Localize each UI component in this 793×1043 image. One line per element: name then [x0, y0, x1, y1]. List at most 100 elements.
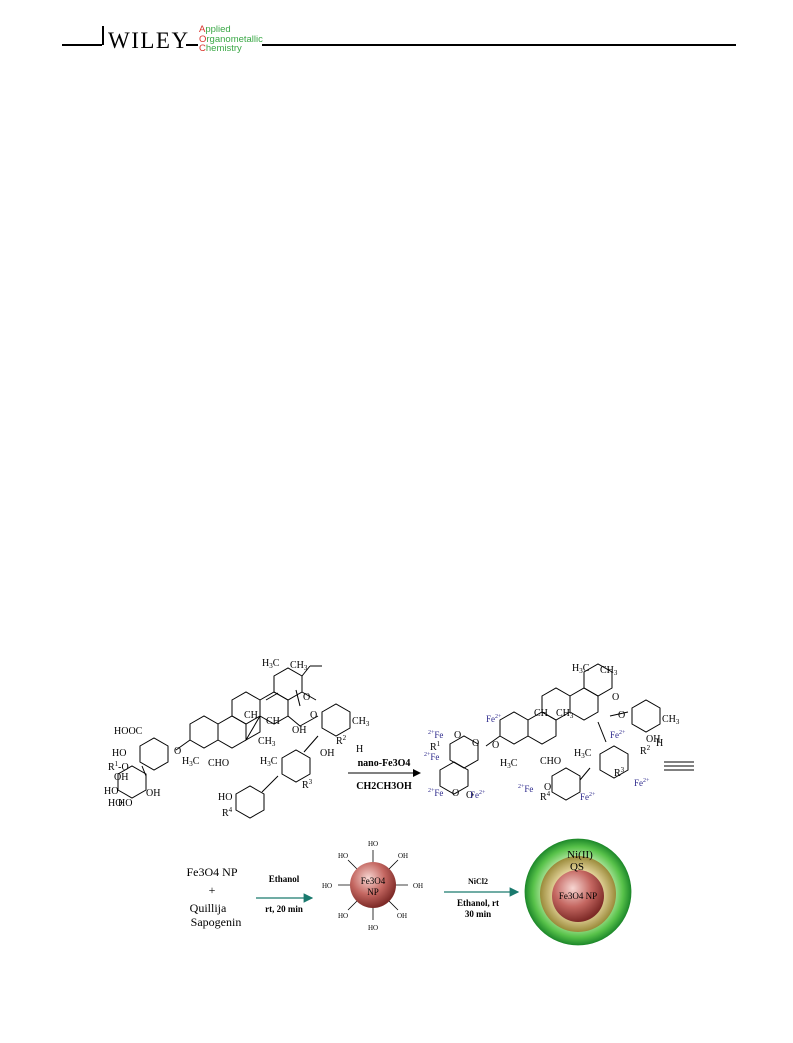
saponin-labels: H3C CH3 O CH CH OH CH3 O R2 CH3 H OH HOO… [104, 658, 370, 819]
journal-initial-2: O [199, 33, 207, 45]
svg-text:CH: CH [244, 710, 258, 721]
fe-ion-labels: Fe2+ 2+Fe 2+Fe 2+Fe Fe2+ Fe2+ Fe2+ Fe2+ … [424, 714, 650, 802]
svg-text:O: O [612, 692, 619, 703]
svg-text:CHO: CHO [540, 756, 561, 767]
header-rule-right [262, 44, 736, 46]
fe3o4-core-final [552, 870, 604, 922]
reactant-sapogenin: Sapogenin [191, 915, 242, 929]
svg-text:H3C: H3C [572, 663, 590, 675]
functionalized-nanoparticle: Fe3O4 NP HO OH OH OH HO HO HO HO [322, 840, 423, 932]
svg-text:OH: OH [320, 748, 334, 759]
svg-text:CH3: CH3 [662, 714, 680, 726]
svg-text:OH: OH [646, 734, 660, 745]
step2-arrow: NiCl2 Ethanol, rt 30 min [444, 877, 520, 919]
svg-text:Fe2+: Fe2+ [486, 714, 502, 724]
header-rule-left [62, 44, 102, 46]
svg-text:O: O [454, 730, 461, 741]
top-reaction-arrow: nano-Fe3O4 CH2CH3OH [348, 758, 421, 792]
surface-ho-2: HO [368, 924, 378, 932]
svg-text:Fe2+: Fe2+ [634, 778, 650, 788]
core-label: Fe3O4 NP [559, 891, 597, 901]
svg-text:CH3: CH3 [258, 736, 276, 748]
ni-label: Ni(II) [567, 849, 593, 861]
svg-text:O: O [492, 740, 499, 751]
final-core-shell-catalyst: Ni(II) QS Fe3O4 NP [524, 838, 632, 946]
step2-conditions-2: 30 min [465, 909, 491, 919]
svg-text:HO: HO [104, 786, 118, 797]
step2-conditions-1: Ethanol, rt [457, 898, 499, 908]
bottom-reactants: Fe3O4 NP + Quillija Sapogenin [186, 865, 241, 929]
svg-text:CH3: CH3 [352, 716, 370, 728]
svg-text:R2: R2 [640, 744, 651, 757]
svg-text:OH: OH [114, 772, 128, 783]
svg-text:O: O [472, 738, 479, 749]
svg-text:R1-O: R1-O [108, 760, 129, 773]
svg-text:HO: HO [112, 748, 126, 759]
svg-text:O: O [174, 746, 181, 757]
svg-text:HO: HO [218, 792, 232, 803]
journal-header: WILEY Applied Organometallic Chemistry [62, 24, 736, 54]
fe3o4-core [350, 862, 396, 908]
svg-text:O: O [618, 710, 625, 721]
reactant-fe3o4: Fe3O4 NP [186, 865, 237, 879]
surface-ho-1: HO [368, 840, 378, 848]
svg-text:R1: R1 [430, 740, 441, 753]
svg-text:H3C: H3C [262, 658, 280, 670]
svg-text:H3C: H3C [500, 758, 518, 770]
svg-text:2+Fe: 2+Fe [424, 752, 439, 762]
svg-text:Fe2+: Fe2+ [580, 792, 596, 802]
svg-text:OH: OH [292, 725, 306, 736]
reactant-quillija: Quillija [190, 901, 227, 915]
journal-rest-1: pplied [205, 24, 231, 35]
svg-text:CH3: CH3 [290, 660, 308, 672]
svg-text:HOOC: HOOC [114, 726, 143, 737]
equivalence-symbol [664, 761, 694, 771]
surface-ho-5: HO [338, 852, 348, 860]
svg-text:R3: R3 [614, 766, 625, 779]
svg-text:R4: R4 [222, 806, 233, 819]
fe-complex-labels: H3C CH3 O CH CH3 O CH3 OH R2 H O O R1 O … [430, 663, 680, 803]
svg-text:O: O [303, 692, 310, 703]
svg-text:O: O [544, 782, 551, 793]
svg-text:H: H [656, 738, 663, 749]
svg-text:OH: OH [146, 788, 160, 799]
saponin-structure [117, 665, 351, 819]
svg-text:CH3: CH3 [556, 708, 574, 720]
svg-text:CH: CH [266, 716, 280, 727]
surface-oh-1: OH [398, 852, 408, 860]
svg-text:2+Fe: 2+Fe [518, 784, 533, 794]
svg-text:O: O [310, 710, 317, 721]
svg-text:CHO: CHO [208, 758, 229, 769]
header-tick [102, 26, 104, 45]
top-arrow-solvent: CH2CH3OH [356, 781, 412, 792]
journal-initial-3: C [199, 43, 206, 54]
qs-label: QS [570, 861, 584, 873]
svg-text:Fe2+: Fe2+ [470, 790, 486, 800]
surface-oh-2: OH [413, 882, 423, 890]
np-label-2: NP [367, 887, 379, 897]
svg-text:Fe2+: Fe2+ [610, 730, 626, 740]
svg-text:HO: HO [118, 798, 132, 809]
step1-solvent: Ethanol [269, 874, 300, 884]
publisher-logo: WILEY [108, 28, 190, 53]
np-label-1: Fe3O4 [361, 876, 386, 886]
top-arrow-reagent: nano-Fe3O4 [358, 758, 411, 769]
surface-ho-4: HO [322, 882, 332, 890]
journal-rest-2: rganometallic [206, 33, 263, 45]
svg-text:R3: R3 [302, 778, 313, 791]
svg-text:H3C: H3C [182, 756, 200, 768]
svg-text:H3C: H3C [260, 756, 278, 768]
svg-text:O: O [466, 790, 473, 801]
svg-text:HO: HO [108, 798, 122, 809]
svg-text:R2: R2 [336, 734, 347, 747]
surface-oh-3: OH [397, 912, 407, 920]
svg-text:CH3: CH3 [600, 665, 618, 677]
journal-rest-3: hemistry [205, 43, 242, 54]
step2-reagent: NiCl2 [468, 877, 488, 886]
journal-title: Applied Organometallic Chemistry [199, 25, 263, 54]
header-dash [186, 44, 198, 46]
svg-text:O: O [452, 788, 459, 799]
fe-complex-structure [439, 663, 661, 801]
svg-text:2+Fe: 2+Fe [428, 788, 443, 798]
